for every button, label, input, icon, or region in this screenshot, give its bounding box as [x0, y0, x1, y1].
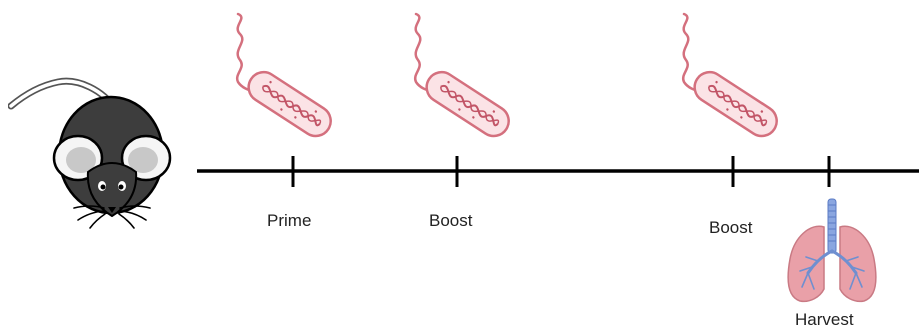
lungs-icon	[787, 198, 877, 303]
bacterium-icon	[681, 12, 784, 138]
event-label-boost-1: Boost	[429, 211, 473, 230]
timeline-axis	[197, 156, 919, 187]
event-label-boost-2: Boost	[709, 218, 753, 237]
bacterium-icon	[413, 12, 516, 138]
event-label-harvest: Harvest	[795, 310, 854, 329]
bacterium-icon	[235, 12, 338, 138]
event-label-prime: Prime	[267, 211, 312, 230]
mouse-icon	[8, 77, 172, 229]
